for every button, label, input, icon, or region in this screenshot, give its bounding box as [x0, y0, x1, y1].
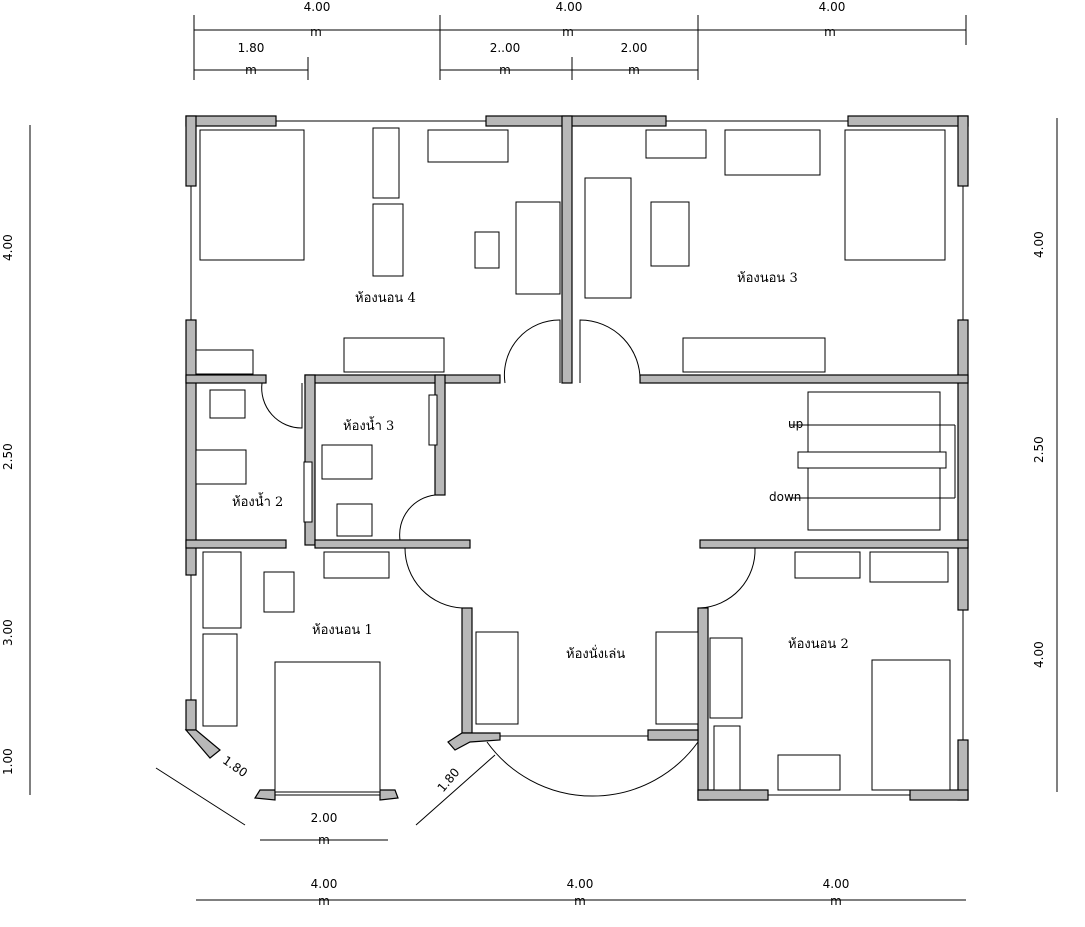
- room-bedroom-1: ห้องนอน 1: [312, 623, 373, 638]
- unit-label: m: [562, 25, 574, 39]
- room-bedroom-4: ห้องนอน 4: [355, 291, 416, 306]
- dim-right-1: 4.00: [1032, 231, 1046, 258]
- room-labels: ห้องนอน 4 ห้องนอน 3 ห้องน้ำ 3 ห้องน้ำ 2 …: [232, 271, 849, 662]
- room-bath-3: ห้องน้ำ 3: [343, 416, 394, 434]
- dim-top-1: 4.00: [304, 0, 331, 14]
- unit-label: m: [499, 63, 511, 77]
- dim-top-2: 4.00: [556, 0, 583, 14]
- dim-top-5: 2..00: [490, 41, 521, 55]
- dim-bottom-1: 4.00: [311, 877, 338, 891]
- dim-bottom-2: 4.00: [567, 877, 594, 891]
- dim-left-4: 1.00: [1, 748, 15, 775]
- stairs-down-label: down: [769, 490, 801, 504]
- unit-label: m: [318, 894, 330, 908]
- unit-label: m: [628, 63, 640, 77]
- dim-top-4: 1.80: [238, 41, 265, 55]
- unit-label: m: [830, 894, 842, 908]
- dimension-lines: [29, 15, 1058, 901]
- room-bedroom-3: ห้องนอน 3: [737, 271, 798, 286]
- room-bath-2: ห้องน้ำ 2: [232, 492, 283, 510]
- unit-label: m: [824, 25, 836, 39]
- furniture: [195, 127, 951, 793]
- unit-label: m: [574, 894, 586, 908]
- dim-right-3: 4.00: [1032, 641, 1046, 668]
- dim-bay-left: 1.80: [220, 753, 250, 780]
- dim-bottom-3: 4.00: [823, 877, 850, 891]
- unit-label: m: [318, 833, 330, 847]
- staircase: [790, 391, 956, 531]
- doors: [261, 319, 756, 797]
- dim-bay-front: 2.00: [311, 811, 338, 825]
- dim-top-6: 2.00: [621, 41, 648, 55]
- dim-left-2: 2.50: [1, 443, 15, 470]
- unit-label: m: [310, 25, 322, 39]
- dim-left-1: 4.00: [1, 234, 15, 261]
- dim-left-3: 3.00: [1, 619, 15, 646]
- dim-top-3: 4.00: [819, 0, 846, 14]
- stairs-up-label: up: [788, 417, 803, 431]
- dim-right-2: 2.50: [1032, 436, 1046, 463]
- windows: [190, 120, 964, 796]
- dim-bay-right: 1.80: [435, 765, 463, 794]
- room-bedroom-2: ห้องนอน 2: [788, 637, 849, 652]
- room-living: ห้องนั่งเล่น: [566, 645, 625, 662]
- unit-label: m: [245, 63, 257, 77]
